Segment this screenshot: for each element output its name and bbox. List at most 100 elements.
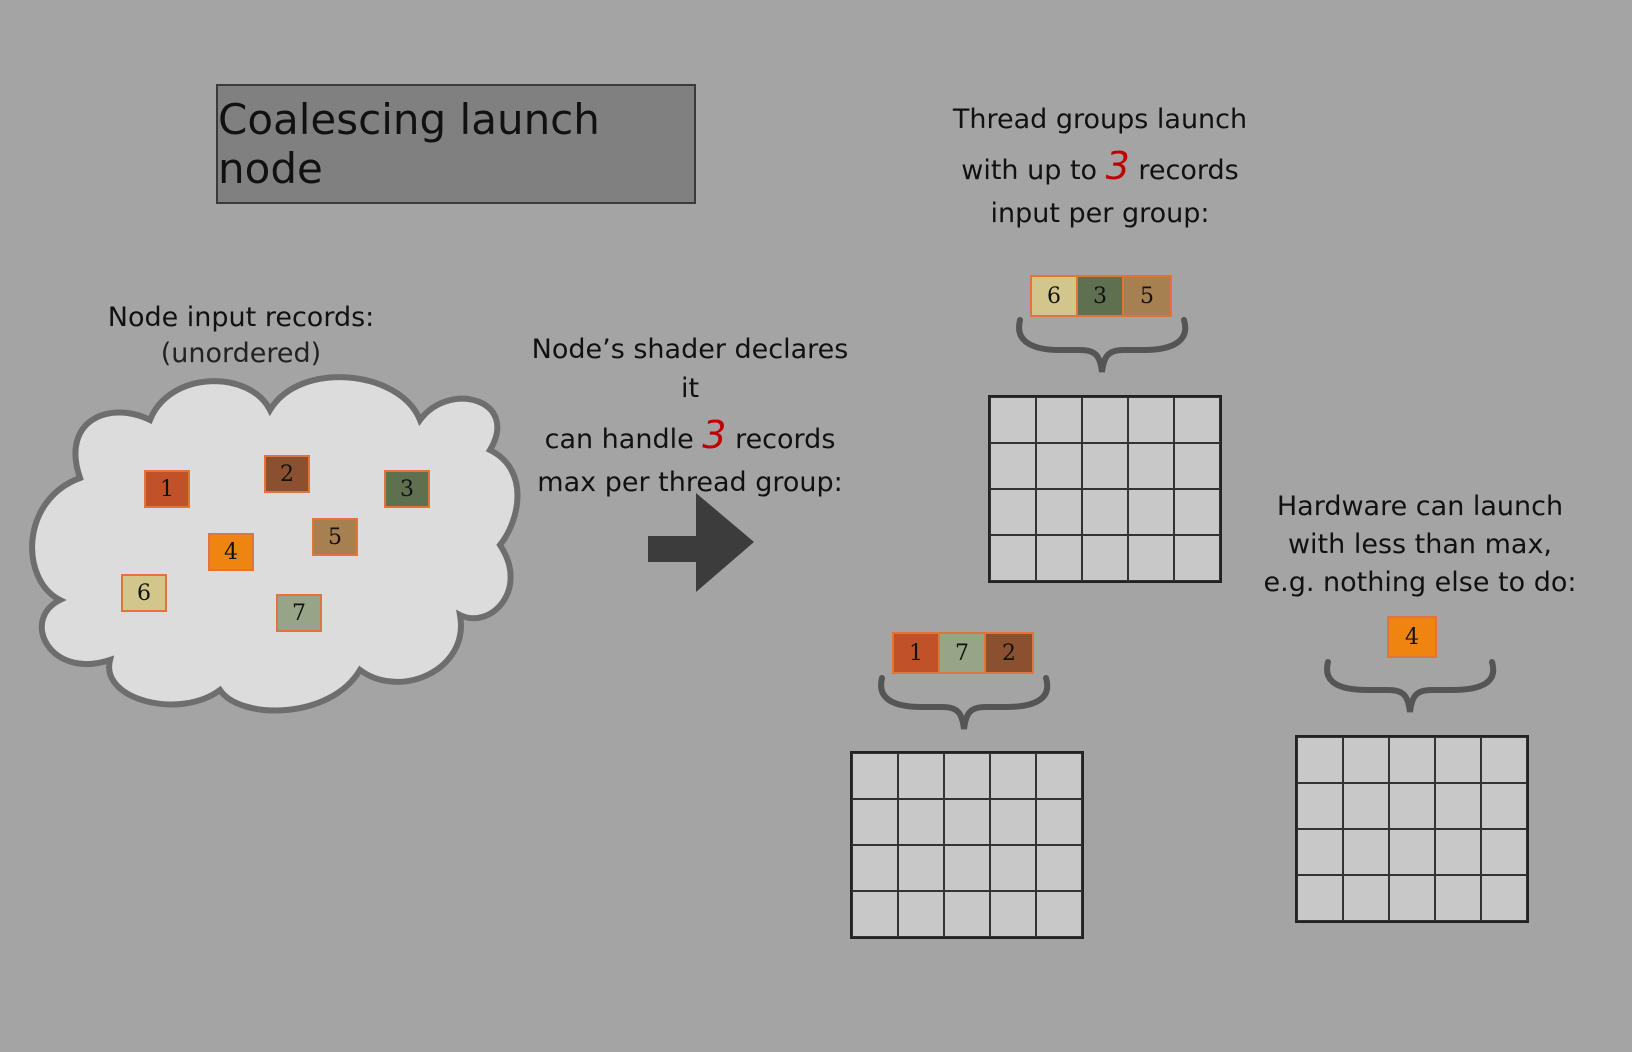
flow-arrow-icon: [648, 493, 754, 592]
thread-cell: [1343, 829, 1389, 875]
hardware-caption: Hardware can launch with less than max, …: [1230, 488, 1610, 601]
thread-cell: [1036, 489, 1082, 535]
groups-caption-line2: with up to 3 records: [961, 144, 1239, 189]
thread-cell: [990, 535, 1036, 581]
thread-cell: [1036, 799, 1082, 845]
shader-caption: Node’s shader declares it can handle 3 r…: [520, 330, 860, 503]
group-record: 1: [894, 634, 940, 672]
thread-group-1-records: 6 3 5: [1030, 275, 1172, 317]
record-5: 5: [312, 518, 358, 556]
thread-cell: [1036, 443, 1082, 489]
brace-icon: [1324, 659, 1497, 713]
thread-cell: [1435, 737, 1481, 783]
thread-cell: [1481, 875, 1527, 921]
thread-cell: [1082, 397, 1128, 443]
hardware-caption-line2: with less than max,: [1287, 528, 1553, 560]
thread-cell: [898, 891, 944, 937]
thread-cell: [1128, 535, 1174, 581]
thread-cell: [990, 443, 1036, 489]
thread-cell: [1174, 443, 1220, 489]
thread-cell: [1128, 397, 1174, 443]
thread-cell: [1297, 829, 1343, 875]
record-7: 7: [276, 594, 322, 632]
shader-caption-line2: can handle 3 records: [544, 413, 836, 458]
thread-cell: [1036, 397, 1082, 443]
thread-cell: [1297, 875, 1343, 921]
groups-caption: Thread groups launch with up to 3 record…: [930, 100, 1270, 233]
hardware-caption-line3: e.g. nothing else to do:: [1263, 566, 1577, 598]
thread-cell: [1036, 753, 1082, 799]
thread-cell: [898, 753, 944, 799]
thread-cell: [898, 799, 944, 845]
thread-cell: [1174, 397, 1220, 443]
brace-icon: [878, 675, 1051, 730]
thread-group-3-grid: [1295, 735, 1529, 923]
thread-cell: [1174, 489, 1220, 535]
thread-cell: [1343, 875, 1389, 921]
thread-cell: [1389, 829, 1435, 875]
thread-cell: [1481, 783, 1527, 829]
record-4: 4: [208, 533, 254, 571]
thread-cell: [1082, 535, 1128, 581]
thread-cell: [1128, 443, 1174, 489]
thread-cell: [1389, 783, 1435, 829]
page-title-text: Coalescing launch node: [218, 95, 600, 193]
thread-cell: [1481, 737, 1527, 783]
thread-cell: [1036, 845, 1082, 891]
thread-cell: [944, 845, 990, 891]
thread-cell: [1343, 737, 1389, 783]
thread-cell: [990, 799, 1036, 845]
record-2: 2: [264, 455, 310, 493]
thread-cell: [1036, 535, 1082, 581]
thread-cell: [990, 753, 1036, 799]
thread-group-2-records: 1 7 2: [892, 632, 1034, 674]
shader-caption-line1: Node’s shader declares it: [531, 334, 849, 405]
groups-max-records: 3: [1105, 144, 1130, 189]
groups-caption-line3: input per group:: [990, 198, 1210, 230]
thread-cell: [990, 891, 1036, 937]
thread-cell: [944, 799, 990, 845]
record-3: 3: [384, 470, 430, 508]
page-title: Coalescing launch node: [216, 84, 696, 204]
thread-cell: [1435, 875, 1481, 921]
hardware-caption-line1: Hardware can launch: [1276, 491, 1564, 522]
thread-cell: [1082, 443, 1128, 489]
thread-group-1-grid: [988, 395, 1222, 583]
thread-cell: [1082, 489, 1128, 535]
shader-caption-line3: max per thread group:: [537, 467, 843, 499]
thread-cell: [990, 489, 1036, 535]
thread-group-3-records: 4: [1387, 616, 1437, 658]
thread-cell: [1343, 783, 1389, 829]
thread-cell: [1435, 829, 1481, 875]
thread-cell: [1435, 783, 1481, 829]
thread-cell: [852, 799, 898, 845]
thread-cell: [1297, 783, 1343, 829]
thread-cell: [990, 397, 1036, 443]
input-label: Node input records:: [107, 302, 375, 333]
thread-cell: [1389, 875, 1435, 921]
group-record: 6: [1032, 277, 1078, 315]
group-record: 5: [1124, 277, 1170, 315]
group-record: 4: [1389, 618, 1435, 656]
shader-max-records: 3: [702, 413, 727, 458]
input-sublabel: (unordered): [160, 338, 322, 370]
thread-cell: [852, 753, 898, 799]
group-record: 2: [986, 634, 1032, 672]
record-6: 6: [121, 574, 167, 612]
input-caption: Node input records: (unordered): [96, 300, 386, 373]
thread-cell: [990, 845, 1036, 891]
groups-caption-line1: Thread groups launch: [952, 104, 1248, 135]
thread-cell: [1481, 829, 1527, 875]
thread-cell: [1389, 737, 1435, 783]
thread-cell: [944, 753, 990, 799]
brace-icon: [1016, 317, 1189, 373]
thread-cell: [1174, 535, 1220, 581]
group-record: 3: [1078, 277, 1124, 315]
thread-cell: [1036, 891, 1082, 937]
thread-cell: [1128, 489, 1174, 535]
record-1: 1: [144, 470, 190, 508]
thread-cell: [852, 891, 898, 937]
thread-cell: [1297, 737, 1343, 783]
thread-cell: [944, 891, 990, 937]
